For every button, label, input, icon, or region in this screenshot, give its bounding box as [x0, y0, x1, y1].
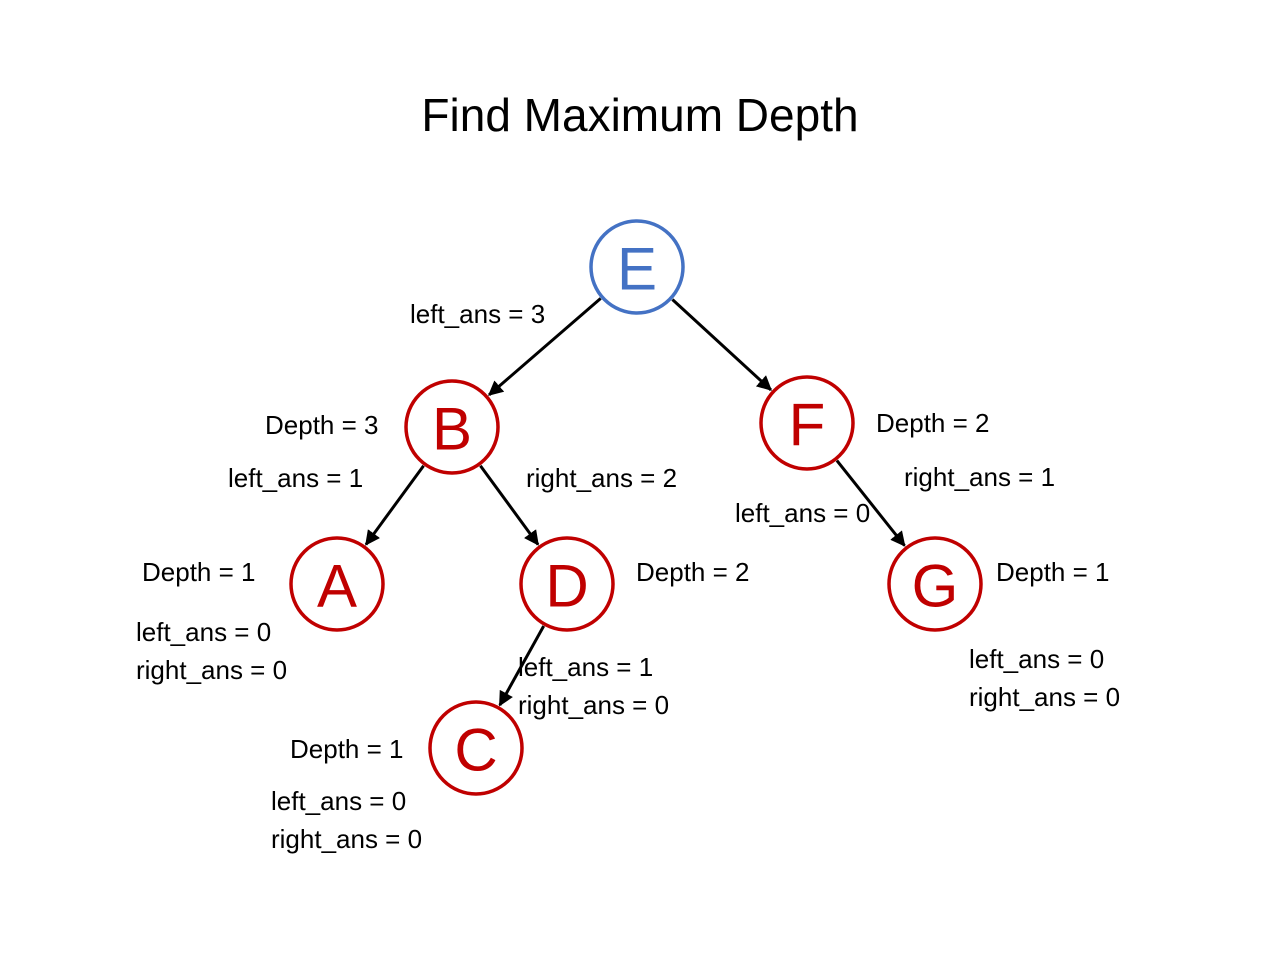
node-b-circle [404, 379, 500, 475]
b-depth-label: Depth = 3 [265, 410, 378, 440]
edge-d-c [498, 625, 546, 707]
edges-layer [364, 297, 906, 707]
node-g: G [887, 536, 983, 632]
f-depth-label: Depth = 2 [876, 408, 989, 438]
node-b-label: B [432, 396, 472, 463]
node-a-circle [289, 536, 385, 632]
node-a-label: A [317, 553, 357, 620]
node-c-label: C [454, 717, 497, 784]
c-depth-label: Depth = 1 [290, 734, 403, 764]
d-right-ans-label: right_ans = 0 [518, 690, 669, 720]
e-left-ans-label: left_ans = 3 [410, 299, 545, 329]
labels-layer: left_ans = 3 Depth = 3 left_ans = 1 righ… [136, 299, 1120, 854]
g-depth-label: Depth = 1 [996, 557, 1109, 587]
c-left-ans-label: left_ans = 0 [271, 786, 406, 816]
f-left-ans-label: left_ans = 0 [735, 498, 870, 528]
a-depth-label: Depth = 1 [142, 557, 255, 587]
edge-e-b [487, 297, 602, 397]
node-a: A [289, 536, 385, 632]
c-right-ans-label: right_ans = 0 [271, 824, 422, 854]
node-d: D [519, 536, 615, 632]
node-g-label: G [912, 553, 959, 620]
b-right-ans-label: right_ans = 2 [526, 463, 677, 493]
g-right-ans-label: right_ans = 0 [969, 682, 1120, 712]
node-d-label: D [545, 553, 588, 620]
f-right-ans-label: right_ans = 1 [904, 462, 1055, 492]
b-left-ans-label: left_ans = 1 [228, 463, 363, 493]
node-b: B [404, 379, 500, 475]
a-right-ans-label: right_ans = 0 [136, 655, 287, 685]
diagram-title: Find Maximum Depth [421, 89, 859, 141]
a-left-ans-label: left_ans = 0 [136, 617, 271, 647]
edge-e-f [671, 298, 773, 392]
nodes-layer: E B F A D G C [289, 219, 983, 796]
node-e-label: E [617, 236, 657, 303]
edge-b-d [479, 464, 540, 546]
edge-f-g [835, 459, 906, 547]
node-f: F [759, 375, 855, 471]
node-d-circle [519, 536, 615, 632]
node-f-label: F [789, 392, 826, 459]
edge-b-a [364, 464, 425, 546]
node-e-circle [589, 219, 685, 315]
node-c: C [428, 700, 524, 796]
node-c-circle [428, 700, 524, 796]
node-g-circle [887, 536, 983, 632]
node-f-circle [759, 375, 855, 471]
d-left-ans-label: left_ans = 1 [518, 652, 653, 682]
g-left-ans-label: left_ans = 0 [969, 644, 1104, 674]
node-e: E [589, 219, 685, 315]
d-depth-label: Depth = 2 [636, 557, 749, 587]
